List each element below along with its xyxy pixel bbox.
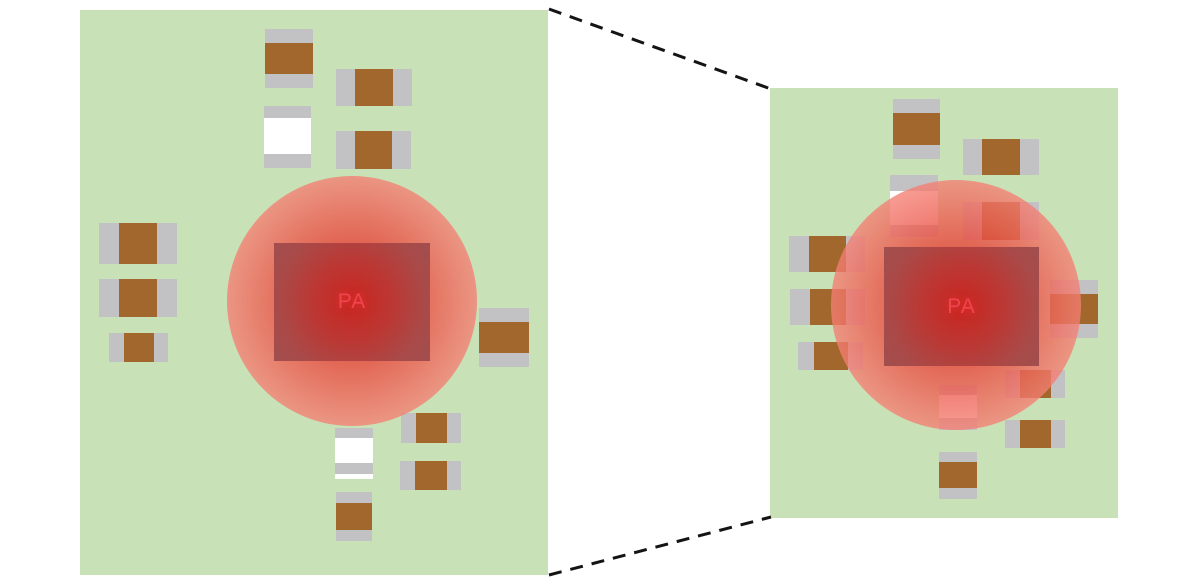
component-body [479, 321, 529, 353]
smd-component [479, 308, 529, 367]
component-body [939, 462, 977, 489]
component-body [1020, 420, 1052, 448]
smd-component [401, 413, 461, 443]
smd-component [336, 492, 372, 541]
dashed-connector-line [548, 7, 772, 91]
component-body [335, 473, 373, 479]
component-cap [1020, 139, 1039, 175]
smd-component [1005, 420, 1065, 448]
pa-chip-label: PA [947, 294, 976, 318]
component-body [265, 43, 313, 74]
component-body [354, 131, 393, 169]
smd-component [335, 428, 373, 479]
smd-component [939, 452, 977, 499]
component-cap [99, 279, 120, 317]
smd-component [99, 279, 177, 317]
smd-component [336, 69, 412, 106]
component-cap [893, 99, 940, 114]
component-cap [939, 488, 977, 499]
component-body [416, 413, 448, 443]
component-cap [479, 352, 529, 367]
smd-component [893, 99, 940, 159]
component-cap [798, 342, 815, 370]
component-cap [446, 461, 461, 490]
pa-chip: PA [274, 243, 430, 361]
component-cap [154, 333, 168, 362]
component-cap [400, 461, 416, 490]
component-cap [336, 131, 355, 169]
component-body [119, 223, 158, 264]
component-body [415, 461, 447, 490]
smd-component [264, 106, 311, 168]
component-cap [1051, 420, 1065, 448]
component-body [893, 113, 940, 145]
smd-component [265, 29, 313, 88]
component-body [264, 118, 311, 155]
component-cap [789, 236, 809, 272]
component-cap [265, 29, 313, 44]
pcb-board-large: PA [80, 10, 548, 575]
smd-component [109, 333, 168, 362]
component-cap [939, 452, 977, 463]
component-cap [447, 413, 461, 443]
component-cap [479, 308, 529, 322]
component-cap [157, 279, 177, 317]
component-cap [1005, 420, 1020, 448]
component-cap [109, 333, 124, 362]
component-body [982, 139, 1020, 175]
component-cap [790, 289, 810, 325]
component-cap [265, 73, 313, 88]
component-cap [401, 413, 416, 443]
component-body [355, 69, 393, 106]
component-cap [264, 154, 311, 168]
dashed-connector-line [548, 515, 772, 577]
component-cap [336, 492, 372, 503]
component-cap [157, 223, 177, 264]
component-body [123, 333, 155, 362]
component-cap [963, 139, 982, 175]
component-body [335, 438, 373, 464]
component-cap [893, 144, 940, 159]
pa-chip: PA [884, 247, 1039, 366]
smd-component [99, 223, 177, 264]
component-cap [336, 69, 355, 106]
pcb-board-small: PA [770, 88, 1118, 518]
component-body [336, 502, 372, 530]
component-cap [393, 69, 412, 106]
component-cap [335, 428, 373, 439]
component-cap [336, 529, 372, 541]
component-cap [392, 131, 411, 169]
smd-component [963, 139, 1039, 175]
component-body [119, 279, 158, 317]
pa-chip-label: PA [337, 290, 367, 313]
component-cap [264, 106, 311, 119]
component-cap [99, 223, 120, 264]
component-cap [335, 463, 373, 474]
smd-component [400, 461, 461, 490]
smd-component [336, 131, 411, 169]
